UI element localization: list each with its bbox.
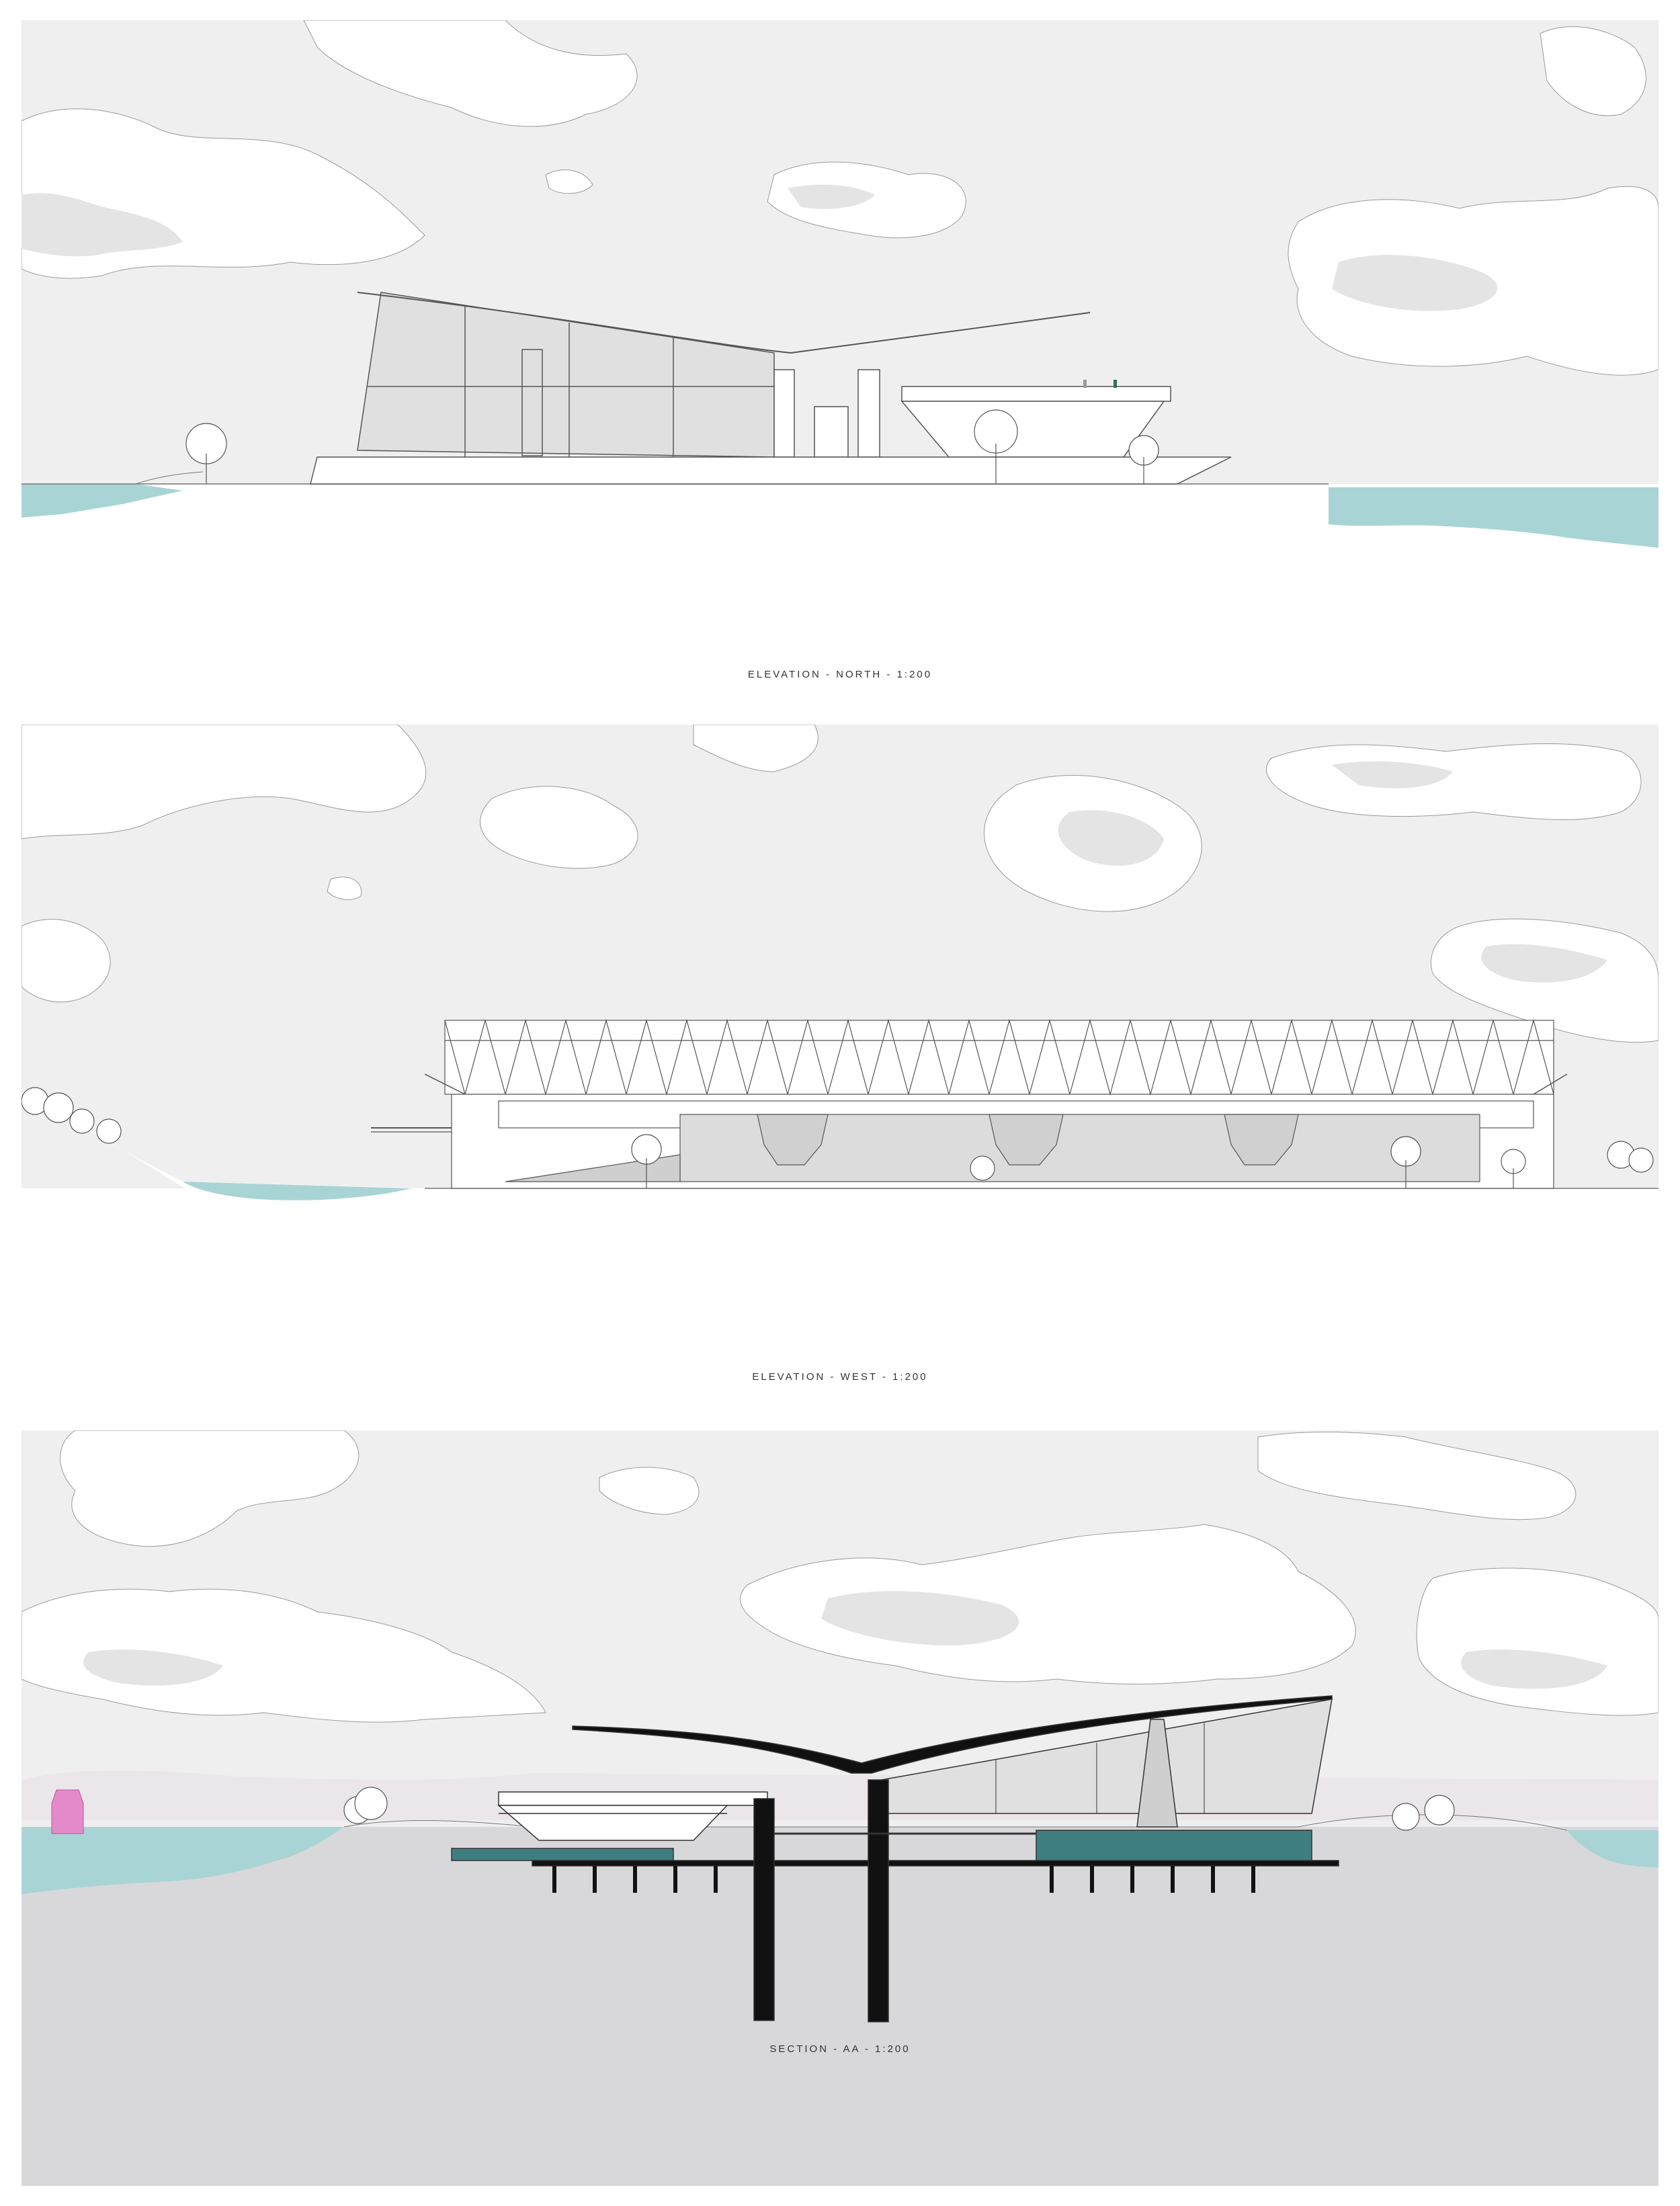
core bbox=[868, 1779, 889, 2023]
cloud-icon bbox=[1058, 761, 1607, 983]
water bbox=[22, 1827, 344, 1894]
person-icon bbox=[1114, 380, 1117, 388]
pod bbox=[1224, 1114, 1299, 1166]
water bbox=[183, 1182, 411, 1200]
core bbox=[753, 1798, 775, 2021]
cloud-icon bbox=[22, 184, 1498, 311]
pod bbox=[989, 1114, 1064, 1166]
north-elevation-panel bbox=[22, 20, 1658, 558]
water bbox=[22, 484, 183, 518]
north-building bbox=[310, 292, 1232, 485]
section-aa-drawing bbox=[22, 1430, 1658, 2186]
section-aa-caption: SECTION - AA - 1:200 bbox=[769, 2043, 911, 2055]
cloud-icon bbox=[22, 1430, 1658, 1723]
west-elevation-panel bbox=[22, 725, 1658, 1242]
overhang-slab bbox=[901, 386, 1171, 402]
north-elevation-caption: ELEVATION - NORTH - 1:200 bbox=[747, 669, 933, 680]
west-elevation-drawing bbox=[22, 725, 1658, 1242]
pool bbox=[451, 1848, 674, 1861]
tree-icon bbox=[343, 1787, 1455, 1831]
west-elevation-caption: ELEVATION - WEST - 1:200 bbox=[752, 1371, 928, 1383]
section-aa-panel bbox=[22, 1430, 1658, 2186]
glass-facade bbox=[357, 292, 775, 458]
tree-icon bbox=[22, 1087, 1654, 1188]
north-elevation-drawing bbox=[22, 20, 1658, 558]
water bbox=[1329, 487, 1658, 548]
pod bbox=[757, 1114, 829, 1166]
west-building bbox=[371, 1018, 1568, 1189]
water bbox=[1567, 1830, 1658, 1867]
person-icon bbox=[1083, 380, 1087, 388]
column bbox=[857, 369, 880, 458]
buoy-icon bbox=[51, 1789, 84, 1834]
ground-line bbox=[343, 1814, 1568, 1831]
section-ground bbox=[22, 1827, 1658, 2186]
pool bbox=[1036, 1830, 1312, 1865]
section-building bbox=[451, 1695, 1339, 2023]
roof-wing bbox=[357, 292, 1091, 354]
tree-icon bbox=[185, 409, 1159, 484]
doorway bbox=[814, 406, 849, 458]
cloud-icon bbox=[83, 1591, 1607, 1689]
stair bbox=[521, 349, 543, 456]
bank bbox=[135, 471, 204, 485]
